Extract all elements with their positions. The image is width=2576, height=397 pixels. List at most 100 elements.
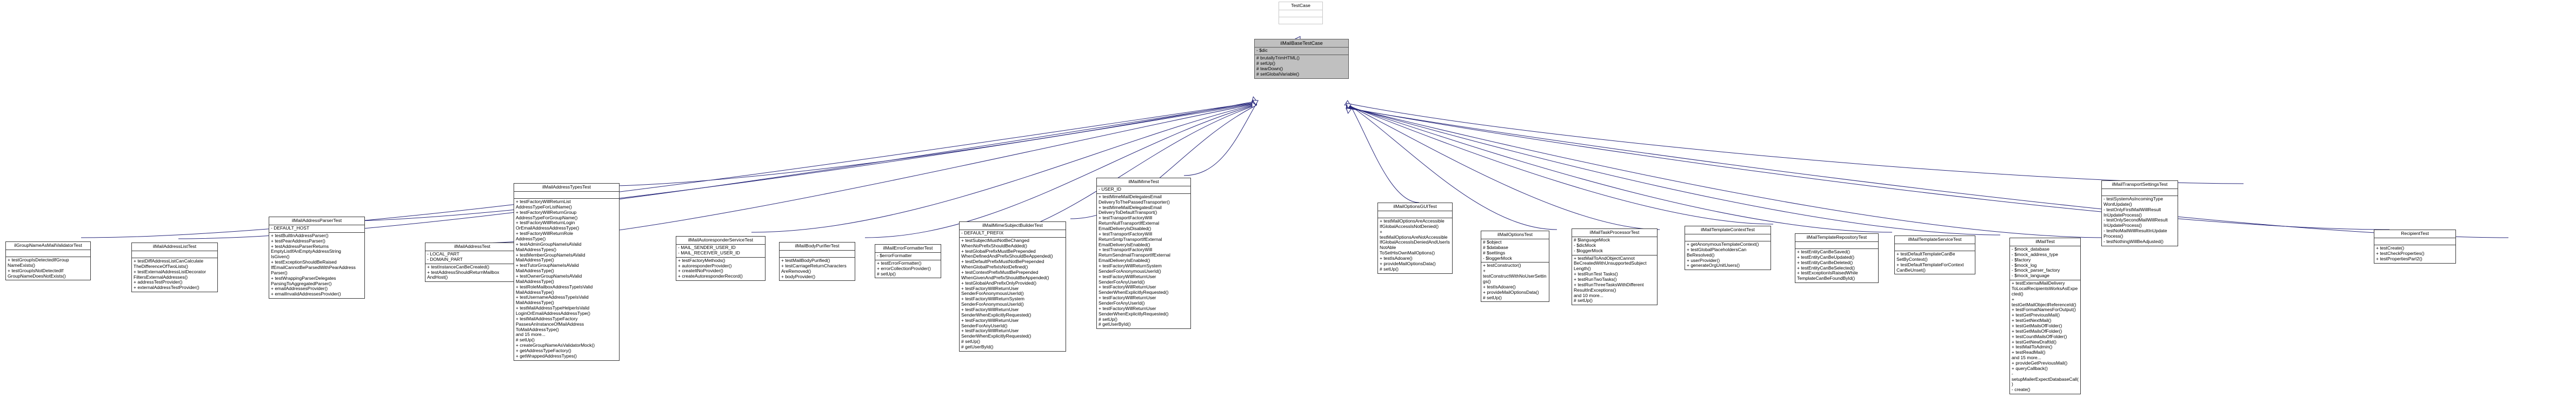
class-attributes: # $languageMock- $dicMock- $loggerMock [1572,237,1657,255]
operation-row: ToLocalRecipientsWorksAsExpected() [2012,285,2078,297]
operation-row: + testFactoryWillReturnUser [961,285,1019,291]
operation-row: + testMailToAndObjectCannot [1574,255,1635,261]
operation-row: + bodyProvider() [781,273,816,279]
operation-row: + testGlobalPrefixMustBePrepended [961,248,1036,254]
attribute-row: - DEFAULT_PREFIX [961,230,1004,235]
class-node-ilmailtransportsettingstest[interactable]: ilMailTransportSettingsTest- testSystemA… [2101,180,2178,246]
operation-row: SetByContext() [1896,256,1928,262]
class-attributes: # $object# $database# $settings- $logger… [1481,239,1549,262]
class-node-ilmailaddresstest[interactable]: ilMailAddressTest- LOCAL_PART- DOMAIN_PA… [425,243,520,282]
operation-row: + testFactoryWillReturnUser [1099,273,1156,279]
operation-row: + testCreate() [2376,245,2405,251]
class-node-ilmailbodypurifiertest[interactable]: ilMailBodyPurifierTest+ testMailBodyPuri… [779,242,855,281]
operation-row: IsGiven() [271,254,290,260]
class-node-ilmailtemplateservicetest[interactable]: ilMailTemplateServiceTest+ testDefaultTe… [1894,235,1975,275]
class-node-ilmailoptionsguitest[interactable]: ilMailOptionsGUITest+ testMailOptionsAre… [1377,203,1453,274]
operation-row: WhenGivenAndPrefixShouldBeAppended() [961,274,1049,280]
operation-row: # brutallyTrimHTML() [1256,55,1300,61]
operation-row: + testAddressShouldReturnMailbox [427,269,500,275]
operation-row: MailAddressType() [516,300,554,306]
operation-row: WhenNoPrefixShouldBeAdded() [961,243,1027,248]
class-node-ilmailaddresstypestest[interactable]: ilMailAddressTypesTest+ testFactoryWillR… [514,183,620,361]
class-node-ilmailmimetest[interactable]: ilMailMimeTest- USER_ID+ testMimeMailDel… [1096,178,1191,329]
class-attributes: - DEFAULT_PREFIX [960,230,1066,237]
class-node-ilmailtest[interactable]: ilMailTest- $mock_database- $mock_addres… [2009,238,2081,395]
class-operations [1279,17,1322,24]
attribute-row: - $dic [1256,48,1268,53]
class-attributes [514,192,619,198]
class-attributes: - $errorFormatter [875,253,941,260]
operation-row: EmailDeliveryIsEnabled() [1099,258,1150,264]
class-title: ilMailTemplateRepositoryTest [1806,234,1867,240]
operation-row: + testFactoryWillReturnUser [1099,295,1156,301]
class-title: ilMailAddressListTest [152,244,197,249]
operation-row: IfGlobalAccessIsNotDenied() [1380,223,1439,229]
operation-row: Parser() [271,270,288,275]
operation-row: + testFactoryWillReturnSystem [961,296,1024,302]
operation-row: + testAddressParserReturns [271,243,329,249]
attribute-row: - $loggerMock [1483,255,1512,261]
class-title: ilMailTransportSettingsTest [2112,181,2168,187]
operation-row: GroupNameDoesNotExists() [8,273,66,279]
operation-row: + queryCallback() [2012,365,2048,371]
class-operations: # brutallyTrimHTML() # setUp() # tearDow… [1255,55,1348,78]
operation-row: CanBeUnset() [1896,267,1926,273]
class-node-ilmailtemplatecontexttest[interactable]: ilMailTemplateContextTest+ getAnonymousT… [1685,226,1771,271]
class-title: RecipientTest [2401,231,2429,236]
operation-row: + testFactoryWillReturnSystem [1099,263,1162,268]
operation-row: + createGroupNameAsValidatorMock() [516,342,595,348]
class-operations: + testCreate()+ testCheckProperties()+ t… [2374,245,2455,263]
class-node-ilmailaddresslisttest[interactable]: ilMailAddressListTest+ testDiffAddressLi… [131,243,218,293]
class-attributes: - DEFAULT_HOST [269,225,364,232]
operation-row: + testPearAddressParser() [271,238,325,244]
class-node-ilmailaddressparsertest[interactable]: ilMailAddressParserTest- DEFAULT_HOST+ t… [269,217,365,299]
operation-row: + createAutoresponderRecord() [678,273,743,279]
operation-row: + testRunTwoTasks() [1574,276,1617,282]
operation-row: + provideGetPreviousMail() [2012,360,2068,366]
operation-row: + userProvider() [1687,257,1720,263]
operation-row: + testRunTest Tasks() [1574,271,1618,277]
class-node-recipienttest[interactable]: RecipientTest + testCreate()+ testCheckPr… [2374,230,2456,264]
operation-row: SenderForAnonymousUserId() [961,301,1024,307]
class-node-ilmailautoresponderservicetest[interactable]: ilMailAutoresponderServiceTest- MAIL_SEN… [676,236,766,281]
operation-row: + addressTestProvider() [134,279,183,285]
class-node-ilgroupnameasmailvalidatortest[interactable]: ilGroupNameAsMailValidatorTest+ testGrou… [5,241,91,281]
class-node-testcase[interactable]: TestCase [1279,2,1323,24]
operation-row: + testExternalMailDelivery [2012,280,2065,286]
operation-row: SenderForAnyUserId() [961,322,1008,328]
class-node-ilmailtemplaterepositorytest[interactable]: ilMailTemplateRepositoryTest+ testEntity… [1795,233,1879,284]
operation-row: + testGlobalAndPrefixOnlyProvided() [961,280,1037,286]
operation-row: + testRoleMailboxAddressTypeIsValid [516,284,593,290]
operation-row: + testGetNextMail() [2012,318,2052,324]
class-node-ilmailmimesubjectbuildertest[interactable]: ilMailMimeSubjectBuilderTest- DEFAULT_PR… [959,221,1066,352]
operation-row: + testFactoryWillReturnUser [1099,284,1156,290]
class-node-ilmailoptionstest[interactable]: ilMailOptionsTest# $object# $database# $… [1481,231,1549,302]
operation-row: - setupMailerExpectDatabaseCall() [2012,371,2079,387]
operation-row: + getWrappedAddressTypes() [516,353,577,359]
class-attributes [780,251,855,257]
class-attributes: - USER_ID [1097,186,1190,193]
class-node-ilmailbasetestcase[interactable]: ilMailBaseTestCase - $dic # brutallyTrim… [1254,39,1349,79]
operation-row: WhenGlobalPrefixIsNotDefined() [961,264,1028,270]
class-attributes [1378,211,1452,218]
operation-row: FiltersExternalAddresses() [134,274,188,280]
operation-row: IfGlobalAccessIsDeniedAndUserIsNotAble [1380,239,1450,251]
operation-row: + testMemberGroupNameIsAValid [516,252,585,258]
operation-row: + emailInvalidAddressesProvider() [271,291,341,297]
operation-row: + provideMailOptionsData() [1483,289,1539,295]
operation-row: SenderWhenExplicitlyRequested() [1099,311,1169,317]
divider [1795,241,1878,242]
class-node-ilmailerrorformattertest[interactable]: ilMailErrorFormatterTest- $errorFormatte… [875,244,941,279]
operation-row: + generateOrgUnitUsers() [1687,263,1740,268]
class-attributes: - LOCAL_PART- DOMAIN_PART [425,251,519,264]
operation-row: + testMailAddressTypeFactory [516,315,578,321]
attribute-row: - MAIL_SENDER_USER_ID [678,244,736,250]
operation-row: ToMailAddressType() [516,326,559,332]
class-node-ilmailtaskprocessortest[interactable]: ilMailTaskProcessorTest# $languageMock- … [1572,228,1658,306]
operation-row: + testExternalAddressListDecorator [134,268,206,274]
